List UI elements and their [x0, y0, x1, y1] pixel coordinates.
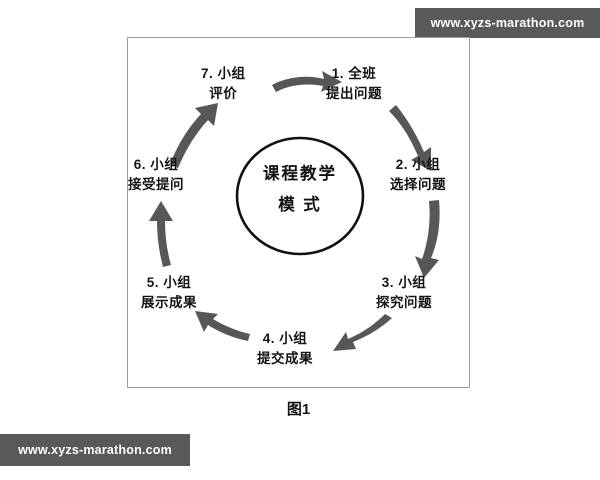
watermark-top-right: www.xyzs-marathon.com	[415, 8, 600, 38]
figure-frame: 课程教学 模 式 1. 全班 提出问题 2. 小组 选择问题 3. 小组 探究问…	[127, 37, 470, 388]
node-7-line1: 7. 小组	[201, 66, 246, 81]
node-5-line2: 展示成果	[141, 294, 197, 310]
arrow-node2-to-node3	[415, 200, 440, 278]
node-7-group-evaluation[interactable]: 7. 小组 评价	[201, 64, 246, 103]
node-3-line1: 3. 小组	[381, 275, 427, 290]
node-4-line1: 4. 小组	[262, 331, 308, 346]
cycle-diagram-graphic	[149, 71, 440, 351]
node-6-line1: 6. 小组	[133, 157, 179, 172]
arrow-node3-to-node4	[333, 314, 392, 351]
arrow-node7-to-node1	[272, 71, 342, 92]
node-2-line2: 选择问题	[390, 176, 446, 192]
node-5-line1: 5. 小组	[146, 275, 192, 290]
node-1-whole-class-raise-question[interactable]: 1. 全班 提出问题	[326, 64, 382, 103]
center-circle	[235, 136, 365, 256]
node-7-line2: 评价	[209, 85, 238, 101]
arrow-node5-to-node6	[149, 201, 173, 267]
node-6-line2: 接受提问	[128, 176, 184, 192]
node-2-group-select-question[interactable]: 2. 小组 选择问题	[390, 155, 446, 194]
node-5-group-present-results[interactable]: 5. 小组 展示成果	[141, 273, 197, 312]
node-6-group-receive-questions[interactable]: 6. 小组 接受提问	[128, 155, 184, 194]
node-3-line2: 探究问题	[376, 294, 432, 310]
watermark-bottom-left: www.xyzs-marathon.com	[0, 434, 190, 466]
node-4-line2: 提交成果	[257, 350, 313, 366]
node-1-line2: 提出问题	[326, 85, 382, 101]
node-4-group-submit-results[interactable]: 4. 小组 提交成果	[257, 329, 313, 368]
figure-caption: 图1	[286, 401, 311, 418]
center-label-line2: 模 式	[278, 195, 322, 214]
center-label-line1: 课程教学	[263, 165, 337, 183]
node-2-line1: 2. 小组	[395, 157, 441, 172]
arrow-node6-to-node7	[170, 103, 218, 168]
center-label: 课程教学 模 式	[236, 159, 364, 220]
node-1-line1: 1. 全班	[331, 66, 377, 81]
arrow-node1-to-node2	[389, 105, 431, 171]
arrow-node4-to-node5	[195, 311, 250, 341]
node-3-group-explore-question[interactable]: 3. 小组 探究问题	[376, 273, 432, 312]
